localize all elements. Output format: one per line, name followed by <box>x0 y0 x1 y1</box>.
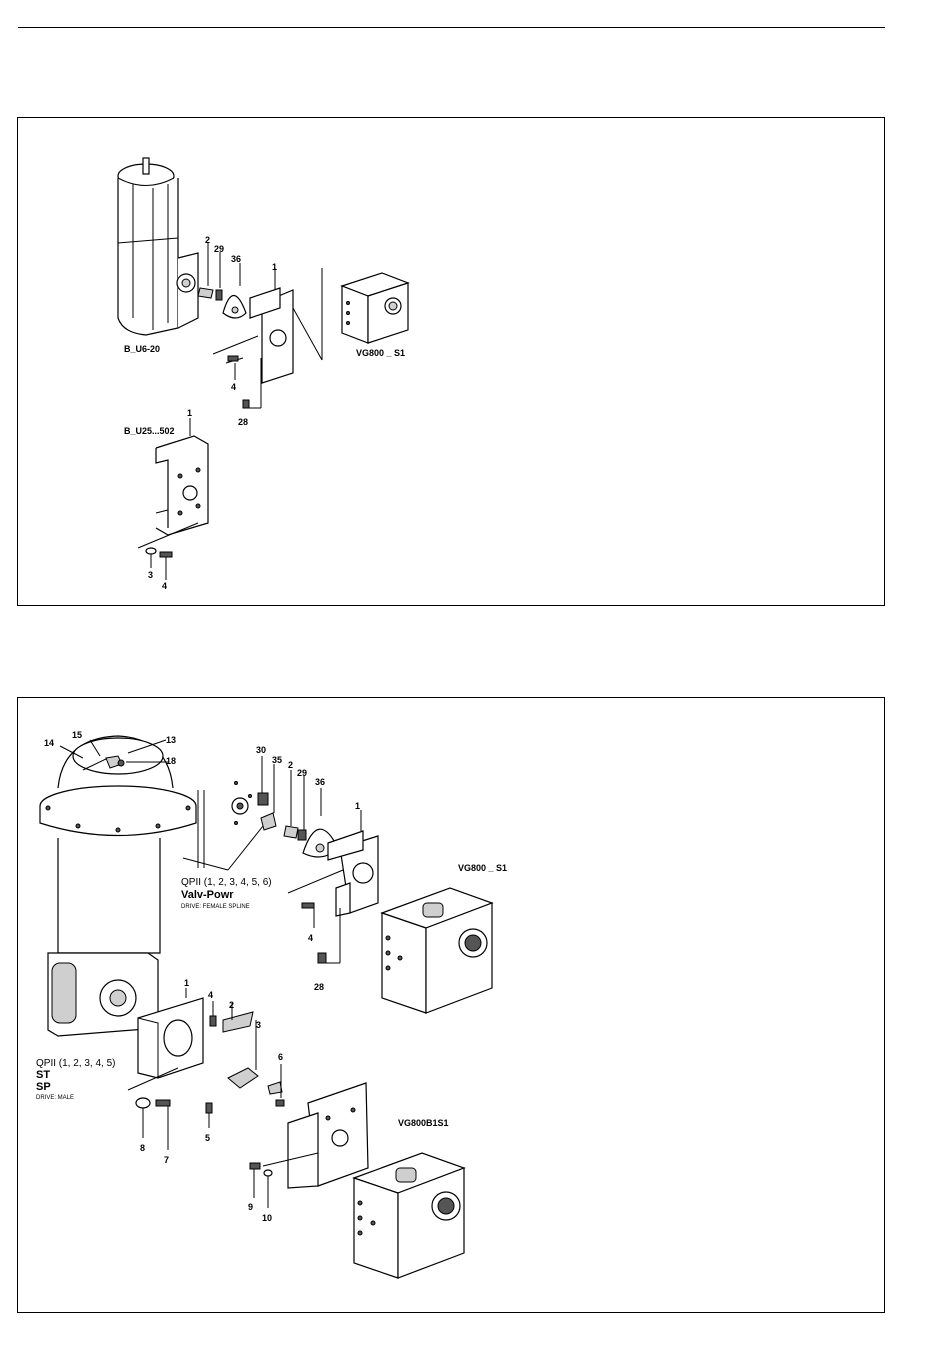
bracket-1-upper <box>328 810 378 916</box>
lower-exploded-diagram: 14 15 13 18 30 35 2 29 36 1 4 28 1 4 2 3… <box>18 698 886 1314</box>
valve-unit-vg800b1s1 <box>354 1153 464 1278</box>
callout: 7 <box>164 1155 169 1165</box>
fastener-29 <box>216 252 222 300</box>
callout: 1 <box>184 978 189 988</box>
coupler-36 <box>223 263 246 318</box>
callout: 2 <box>288 760 293 770</box>
washer-3 <box>146 548 156 568</box>
bracket-b-u25-502 <box>138 418 208 548</box>
screw-4-upper <box>288 870 343 928</box>
upper-exploded-diagram: 2 29 36 1 4 28 1 3 4 B_U6-20 VG800 _ S1 … <box>18 118 886 607</box>
qpii-lower-line3: SP <box>36 1081 51 1093</box>
panel-upper-diagram: 2 29 36 1 4 28 1 3 4 B_U6-20 VG800 _ S1 … <box>17 117 885 606</box>
actuator-qpii-valv-powr <box>40 736 196 1036</box>
screw-4 <box>213 336 258 380</box>
callout: 4 <box>231 382 236 392</box>
callout: 4 <box>162 581 167 591</box>
top-rule <box>18 27 885 28</box>
callout: 36 <box>315 777 325 787</box>
qpii-lower-line2: ST <box>36 1069 50 1081</box>
clip-2-3 <box>223 1003 258 1088</box>
callout: 30 <box>256 745 266 755</box>
fastener-4-lower <box>210 1001 216 1026</box>
qpii-upper-line2: Valv-Powr <box>181 889 234 901</box>
callout: 10 <box>262 1213 272 1223</box>
valve-unit-a-label: VG800 _ S1 <box>458 863 507 873</box>
fastener-2-29 <box>284 770 306 840</box>
valve-unit-b-label: VG800B1S1 <box>398 1118 449 1128</box>
callout: 14 <box>44 738 54 748</box>
callout: 8 <box>140 1143 145 1153</box>
adapter-plate-30-35 <box>232 756 276 830</box>
callout: 28 <box>238 417 248 427</box>
valve-unit-vg800-s1-large <box>382 888 492 1013</box>
bracket-label: B_U25...502 <box>124 426 175 436</box>
callout: 2 <box>205 235 210 245</box>
actuator-b-u6-20 <box>118 158 198 335</box>
callout: 15 <box>72 730 82 740</box>
qpii-upper-line3: DRIVE: FEMALE SPLINE <box>181 904 250 910</box>
panel-lower-diagram: 14 15 13 18 30 35 2 29 36 1 4 28 1 4 2 3… <box>17 697 885 1313</box>
callout: 2 <box>229 1000 234 1010</box>
valve-unit-vg800-s1 <box>342 273 408 343</box>
callout: 29 <box>297 768 307 778</box>
callout: 1 <box>187 408 192 418</box>
callout: 36 <box>231 254 241 264</box>
callout: 4 <box>308 933 313 943</box>
qpii-lower-line4: DRIVE: MALE <box>36 1095 74 1101</box>
callout: 1 <box>355 801 360 811</box>
callout: 1 <box>272 262 277 272</box>
bolt-4 <box>160 552 172 580</box>
callout: 29 <box>214 244 224 254</box>
qpii-upper-line1: QPII (1, 2, 3, 4, 5, 6) <box>181 877 272 888</box>
callout: 9 <box>248 1202 253 1212</box>
callout: 3 <box>148 570 153 580</box>
callout: 18 <box>166 756 176 766</box>
callout: 6 <box>278 1052 283 1062</box>
callout: 28 <box>314 982 324 992</box>
screw-28 <box>243 358 261 408</box>
callout: 5 <box>205 1133 210 1143</box>
qpii-lower-line1: QPII (1, 2, 3, 4, 5) <box>36 1058 115 1069</box>
fastener-2 <box>198 243 213 298</box>
valve-unit-label: VG800 _ S1 <box>356 348 405 358</box>
callout: 4 <box>208 990 213 1000</box>
callout: 13 <box>166 735 176 745</box>
bracket-vg800b1s1 <box>288 1083 368 1188</box>
callout: 3 <box>256 1020 261 1030</box>
actuator-label: B_U6-20 <box>124 344 160 354</box>
callout: 35 <box>272 755 282 765</box>
